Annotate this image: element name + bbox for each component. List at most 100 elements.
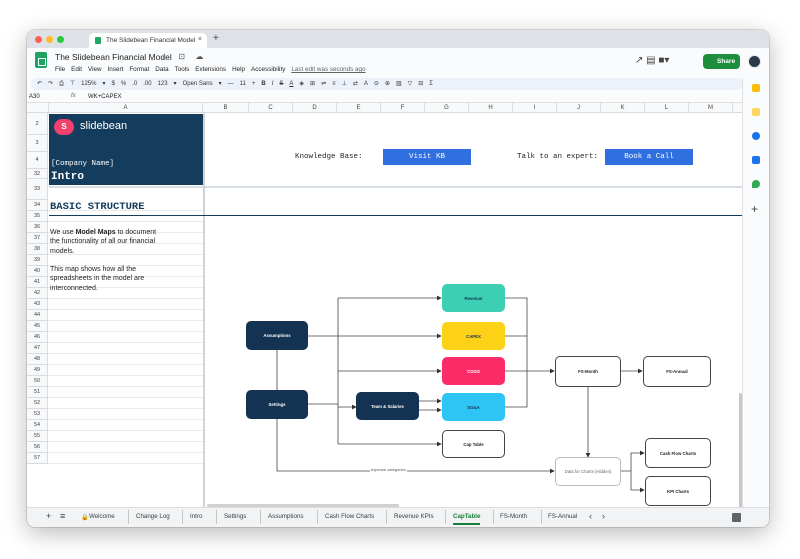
redo-icon[interactable]: ↷ xyxy=(48,81,54,87)
row-header[interactable]: 33 xyxy=(27,179,48,200)
menu-edit[interactable]: Edit xyxy=(71,66,83,73)
row-header[interactable]: 43 xyxy=(27,299,48,310)
row-header[interactable]: 41 xyxy=(27,277,48,288)
scroll-tabs-right-icon[interactable]: › xyxy=(602,511,605,521)
keep-icon[interactable] xyxy=(752,108,760,116)
column-header[interactable]: M xyxy=(689,103,733,113)
increase-font-size-icon[interactable]: + xyxy=(251,81,256,87)
node-kpi-charts[interactable]: KPI Charts xyxy=(645,476,711,506)
document-title[interactable]: The Slidebean Financial Model xyxy=(55,52,172,62)
node-revenue[interactable]: Revenue xyxy=(442,284,505,312)
text-color-icon[interactable]: A xyxy=(289,81,294,87)
row-header[interactable]: 56 xyxy=(27,442,48,453)
node-sga[interactable]: SG&A xyxy=(442,393,505,421)
tasks-icon[interactable] xyxy=(752,132,760,140)
row-header[interactable]: 3 xyxy=(27,135,48,152)
menu-help[interactable]: Help xyxy=(232,66,246,73)
currency-icon[interactable]: $ xyxy=(111,81,115,87)
strikethrough-icon[interactable]: S xyxy=(279,81,284,87)
tab-welcome[interactable]: Welcome xyxy=(89,513,115,520)
tab-revenue-kpis[interactable]: Revenue KPIs xyxy=(394,513,434,520)
menu-format[interactable]: Format xyxy=(129,66,150,73)
column-header[interactable]: H xyxy=(469,103,513,113)
font-family-select[interactable]: Open Sans xyxy=(182,81,213,87)
vertical-align-icon[interactable]: ⊥ xyxy=(341,81,347,87)
node-cogs[interactable]: COGS xyxy=(442,357,505,385)
row-header[interactable]: 4 xyxy=(27,152,48,169)
frozen-columns-divider[interactable] xyxy=(203,113,205,507)
maps-icon[interactable] xyxy=(752,180,760,188)
spreadsheet-grid[interactable]: ABCDEFGHIJKLMN 2343233343536373839404142… xyxy=(27,103,742,507)
vertical-scrollbar[interactable] xyxy=(739,393,742,507)
book-a-call-button[interactable]: Book a Call xyxy=(605,149,693,165)
borders-icon[interactable]: ⊞ xyxy=(310,81,316,87)
node-data-for-charts[interactable]: Data for Charts (Hidden) xyxy=(555,457,621,486)
row-header[interactable]: 32 xyxy=(27,169,48,179)
decrease-font-size-icon[interactable]: — xyxy=(227,81,234,87)
column-header[interactable]: K xyxy=(601,103,645,113)
merge-cells-icon[interactable]: ⇌ xyxy=(321,81,327,87)
chevron-down-icon[interactable]: ▾ xyxy=(218,81,222,87)
new-tab-button[interactable]: + xyxy=(213,33,219,44)
link-icon[interactable]: ⊝ xyxy=(373,81,379,87)
menu-file[interactable]: File xyxy=(55,66,66,73)
add-addon-icon[interactable]: + xyxy=(751,202,759,216)
row-header[interactable]: 48 xyxy=(27,354,48,365)
last-edit-link[interactable]: Last edit was seconds ago xyxy=(291,66,366,73)
node-team-salaries[interactable]: Team & Salaries xyxy=(356,392,419,420)
node-cash-flow-charts[interactable]: Cash Flow Charts xyxy=(645,438,711,468)
row-header[interactable]: 45 xyxy=(27,321,48,332)
header-tools-icons[interactable]: ↗ ▤ ■▾ xyxy=(635,55,670,66)
row-header[interactable]: 35 xyxy=(27,211,48,222)
node-fs-annual[interactable]: FS-Annual xyxy=(643,356,711,387)
calendar-icon[interactable] xyxy=(752,84,760,92)
row-header[interactable]: 51 xyxy=(27,387,48,398)
row-header[interactable]: 50 xyxy=(27,376,48,387)
column-header[interactable]: J xyxy=(557,103,601,113)
sheets-logo-icon[interactable] xyxy=(35,52,47,68)
node-assumptions[interactable]: Assumptions xyxy=(246,321,308,350)
row-header[interactable]: 55 xyxy=(27,431,48,442)
column-header[interactable]: L xyxy=(645,103,689,113)
star-move-cloud-icons[interactable]: ☆ ⊡ ☁ xyxy=(161,52,208,61)
node-fs-month[interactable]: FS-Month xyxy=(555,356,621,387)
filter-views-icon[interactable]: ⊟ xyxy=(418,81,424,87)
increase-decimal-icon[interactable]: .00 xyxy=(143,81,152,87)
column-header[interactable]: N xyxy=(733,103,742,113)
zoom-select[interactable]: 125% xyxy=(81,81,97,87)
functions-icon[interactable]: Σ xyxy=(429,81,433,87)
filter-icon[interactable]: ▽ xyxy=(407,81,413,87)
row-header[interactable]: 36 xyxy=(27,222,48,233)
menu-insert[interactable]: Insert xyxy=(107,66,124,73)
minimize-window-icon[interactable] xyxy=(46,36,53,43)
row-header[interactable]: 54 xyxy=(27,420,48,431)
row-header[interactable]: 34 xyxy=(27,200,48,211)
explore-icon[interactable] xyxy=(732,513,741,522)
chevron-down-icon[interactable]: ▾ xyxy=(102,81,106,87)
node-capex[interactable]: CAPEX xyxy=(442,322,505,350)
node-cap-table[interactable]: Cap Table xyxy=(442,430,505,458)
column-header[interactable]: B xyxy=(203,103,249,113)
name-box[interactable]: A30 xyxy=(29,94,40,100)
horizontal-align-icon[interactable]: ≡ xyxy=(332,81,336,87)
all-sheets-button[interactable]: ≡ xyxy=(60,511,66,521)
row-header[interactable]: 2 xyxy=(27,113,48,135)
contacts-icon[interactable] xyxy=(752,156,760,164)
text-wrap-icon[interactable]: ⇄ xyxy=(352,81,358,87)
close-tab-icon[interactable]: × xyxy=(197,36,202,43)
formula-input[interactable]: WK+CAPEX xyxy=(88,94,122,100)
row-header[interactable]: 53 xyxy=(27,409,48,420)
column-header[interactable]: C xyxy=(249,103,293,113)
row-header[interactable]: 37 xyxy=(27,233,48,244)
menu-extensions[interactable]: Extensions xyxy=(195,66,227,73)
column-header[interactable]: A xyxy=(49,103,203,113)
tab-settings[interactable]: Settings xyxy=(224,513,247,520)
italic-icon[interactable]: I xyxy=(271,81,274,87)
tab-intro[interactable]: Intro xyxy=(190,513,203,520)
menu-tools[interactable]: Tools xyxy=(174,66,190,73)
tab-fs-month[interactable]: FS-Month xyxy=(500,513,528,520)
menu-view[interactable]: View xyxy=(88,66,102,73)
comment-icon[interactable]: ⊕ xyxy=(384,81,390,87)
row-header[interactable]: 44 xyxy=(27,310,48,321)
scroll-tabs-left-icon[interactable]: ‹ xyxy=(589,511,592,521)
